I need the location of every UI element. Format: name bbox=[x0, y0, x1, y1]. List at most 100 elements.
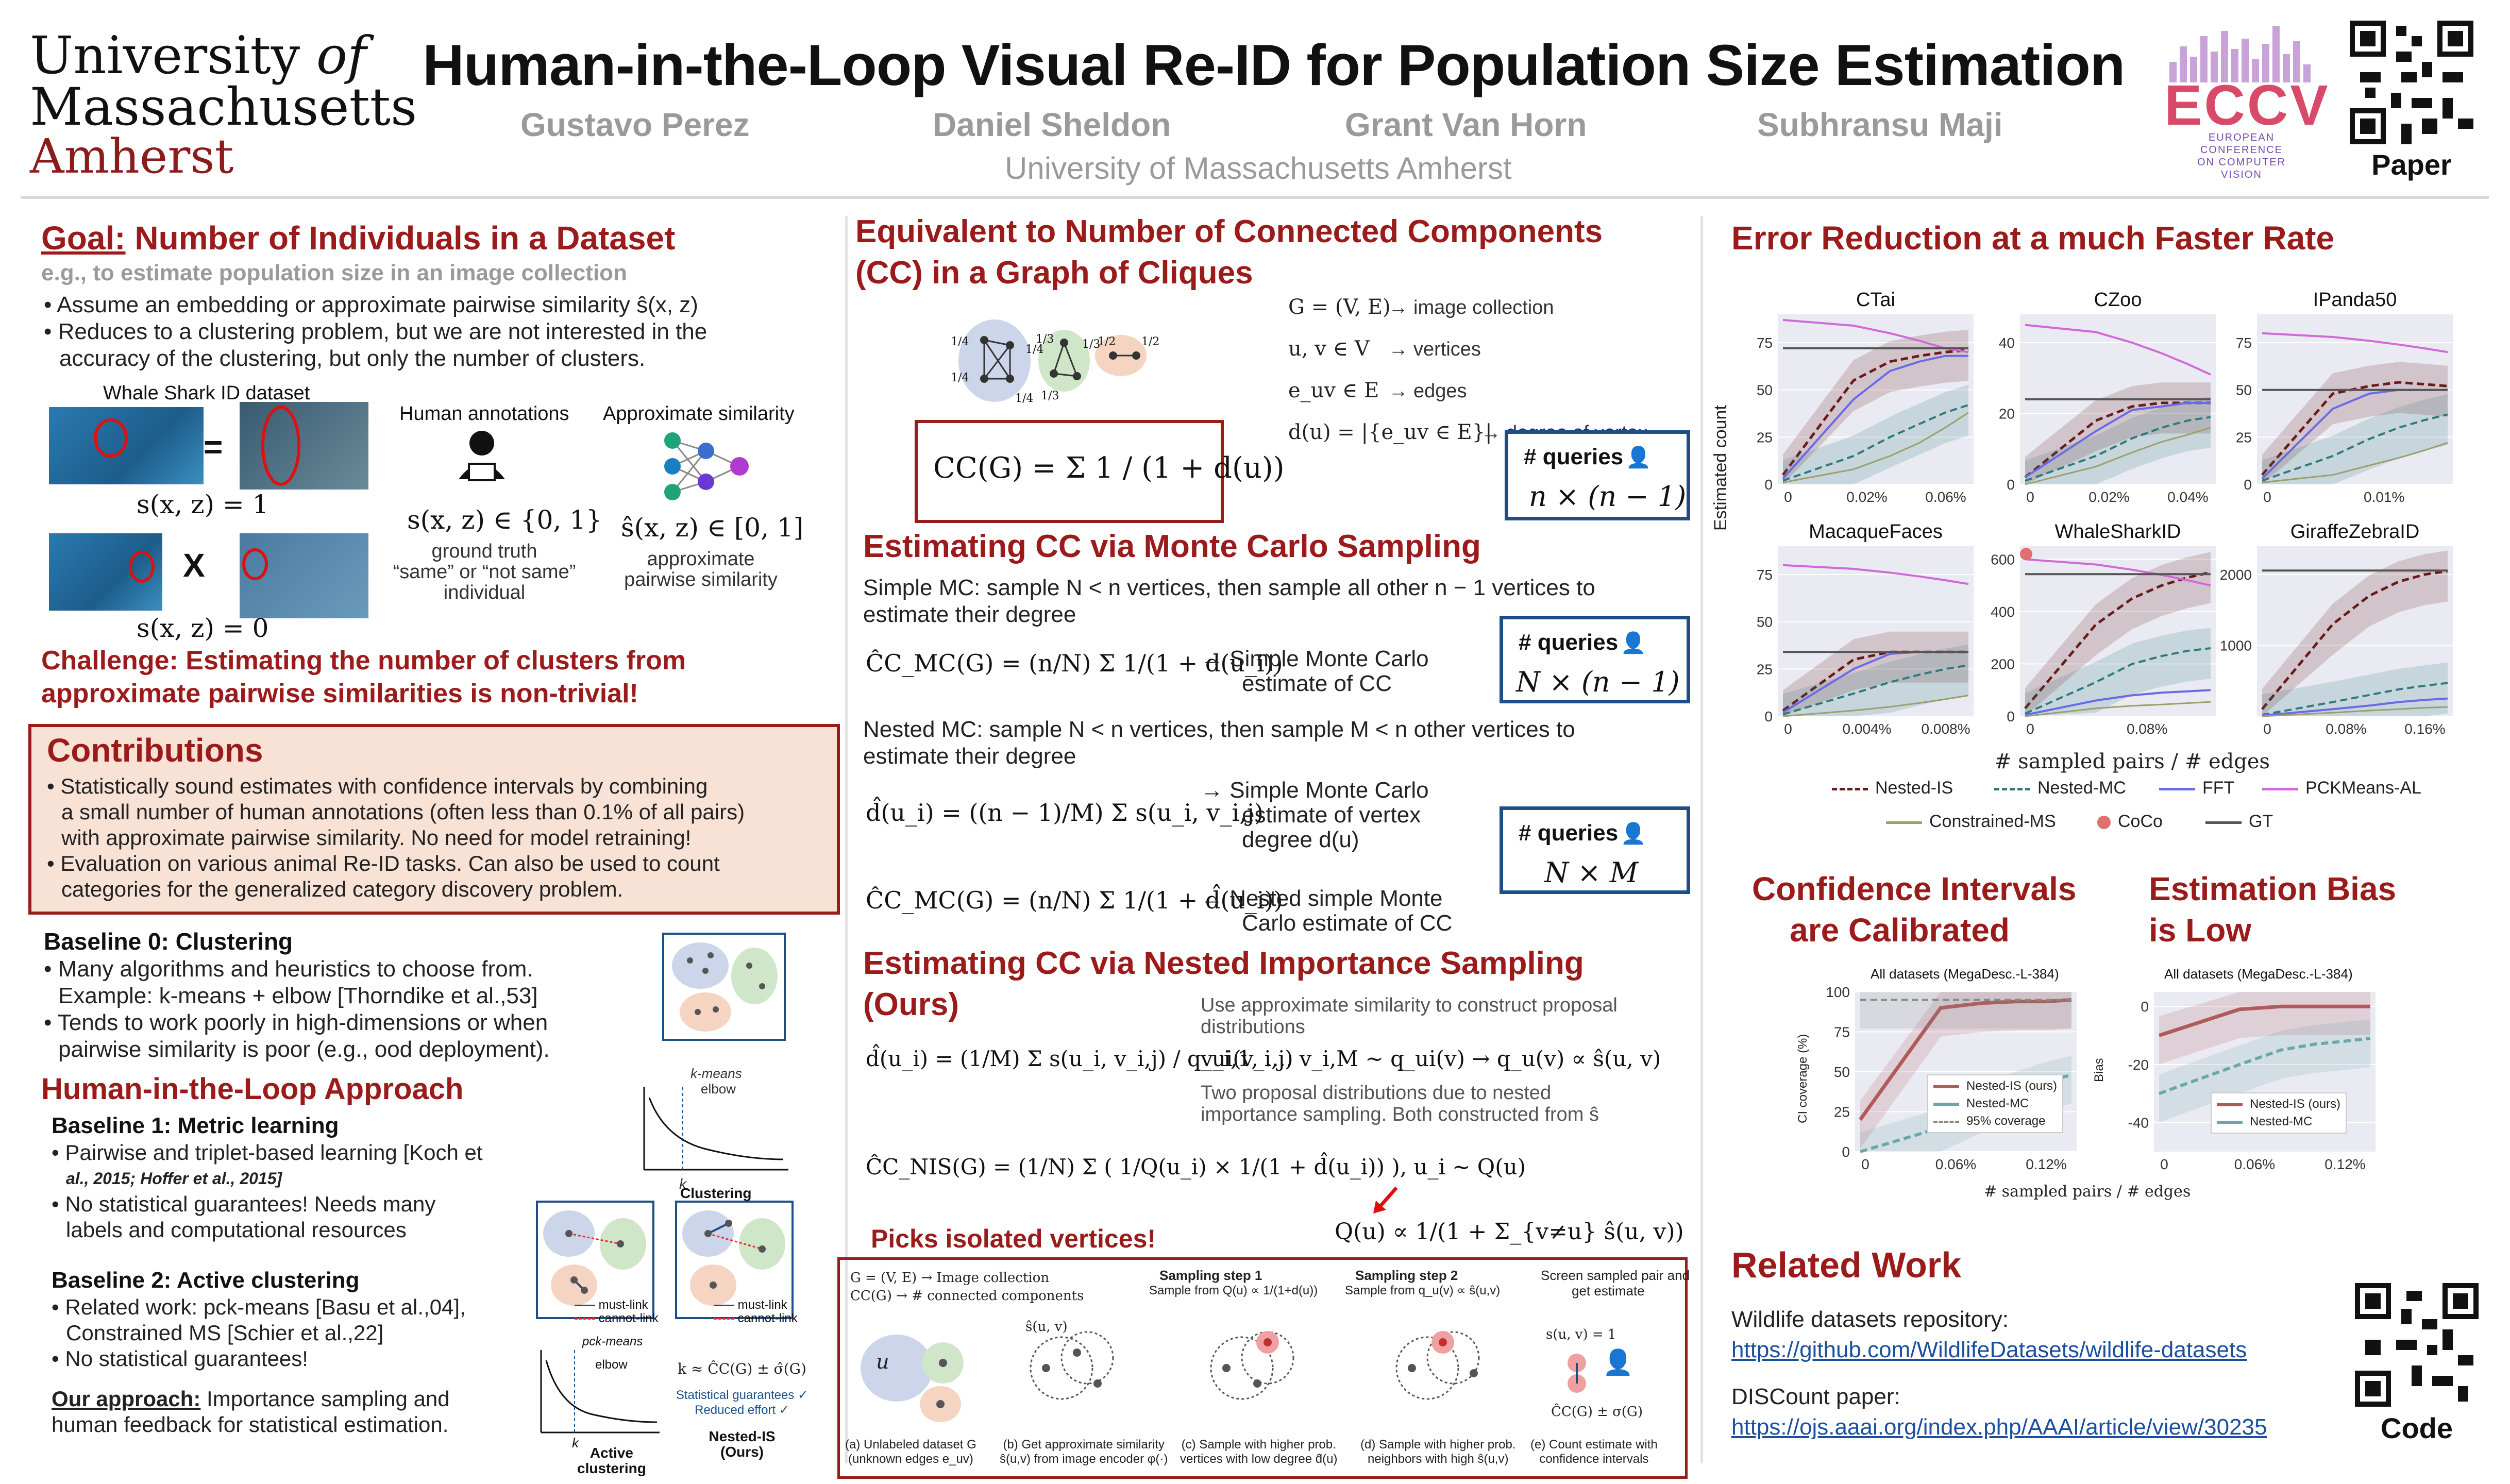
bias-chart-title: All datasets (MegaDesc.-L-384) bbox=[2164, 966, 2353, 982]
ci-band bbox=[1783, 645, 1968, 716]
paper-qr-code[interactable]: Paper bbox=[2350, 21, 2473, 181]
nested-is-diagram: G = (V, E) → Image collection CC(G) → # … bbox=[837, 1257, 1690, 1479]
x-tick-label: 0.02% bbox=[2088, 489, 2129, 505]
y-tick-label: 0 bbox=[2007, 709, 2015, 724]
svg-text:1/2: 1/2 bbox=[1098, 335, 1116, 348]
nis-note-2: Two proposal distributions due to nested… bbox=[1201, 1082, 1599, 1125]
goal-subheading: e.g., to estimate population size in an … bbox=[41, 260, 627, 285]
our-approach-text: Our approach: Importance sampling and hu… bbox=[52, 1387, 450, 1437]
ci-ylabel: CI coverage (%) bbox=[1796, 1034, 1810, 1123]
y-tick-label: 25 bbox=[1757, 429, 1773, 445]
nested-mc-text: Nested MC: sample N < n vertices, then s… bbox=[863, 717, 1575, 769]
y-tick-label: 2000 bbox=[2220, 567, 2252, 583]
challenge-text: Challenge: Estimating the number of clus… bbox=[41, 646, 686, 709]
series-constrained-ms bbox=[1782, 695, 1969, 717]
legend-nested-mc: Nested-MC bbox=[1994, 778, 2126, 798]
baseline2-list: • Related work: pck-means [Basu et al.,0… bbox=[52, 1295, 466, 1371]
wildlife-datasets-link[interactable]: https://github.com/WildlifeDatasets/wild… bbox=[1731, 1337, 2247, 1362]
eccv-wordmark: ECCV bbox=[2164, 74, 2330, 137]
code-qr-code[interactable]: Code bbox=[2355, 1283, 2479, 1444]
chart-title: CZoo bbox=[2094, 289, 2142, 311]
affiliation: University of Massachusetts Amherst bbox=[1005, 151, 1512, 185]
whale-photo-4 bbox=[240, 533, 368, 618]
nis-q-eq: Q(u) ∝ 1/(1 + Σ_{v≠u} ŝ(u, v)) bbox=[1335, 1219, 1684, 1245]
x-tick-label: 0.06% bbox=[1925, 489, 1966, 505]
series-constrained-ms bbox=[2262, 442, 2448, 483]
series-fft bbox=[2025, 689, 2211, 716]
svg-text:1/2: 1/2 bbox=[1141, 335, 1159, 348]
mc-heading: Estimating CC via Monte Carlo Sampling bbox=[863, 529, 1481, 564]
nested-degree-eq: d̂(u_i) = ((n − 1)/M) Σ s(u_i, v_i,j) bbox=[866, 799, 1264, 827]
x-tick-label: 0 bbox=[2160, 1156, 2168, 1172]
y-tick-label: -40 bbox=[2128, 1115, 2149, 1131]
series-constrained-ms bbox=[2025, 427, 2211, 485]
series-pckmeans-al bbox=[1782, 564, 1969, 585]
ci-chart-title: All datasets (MegaDesc.-L-384) bbox=[1871, 966, 2059, 982]
ci-band bbox=[1783, 384, 1968, 484]
active-clustering-graph bbox=[536, 1201, 654, 1319]
baseline1-title: Baseline 1: Metric learning bbox=[52, 1113, 339, 1138]
same-individual-eq: s(x, z) = 1 bbox=[137, 490, 269, 519]
y-tick-label: 25 bbox=[1834, 1104, 1850, 1120]
ci-band bbox=[2262, 550, 2448, 716]
simple-mc-eq: ĈC_MC(G) = (n/N) Σ 1/(1 + d(u_i)) bbox=[866, 649, 1283, 677]
chart-title: GiraffeZebraID bbox=[2290, 521, 2420, 543]
sampled-pairs-xlabel: # sampled pairs / # edges bbox=[1994, 750, 2270, 773]
red-arrow-icon bbox=[1371, 1185, 1402, 1219]
y-tick-label: 50 bbox=[2236, 382, 2252, 398]
qr-icon bbox=[2350, 21, 2473, 144]
x-tick-label: 0.01% bbox=[2364, 489, 2404, 505]
kmeans-elbow-illustration: k-means elbow k Clustering bbox=[634, 1061, 799, 1201]
y-tick-label: 200 bbox=[1991, 656, 2015, 672]
ci-legend: Nested-IS (ours) Nested-MC 95% coverage bbox=[1927, 1074, 2064, 1133]
x-tick-label: 0.008% bbox=[1922, 721, 1970, 737]
simple-mc-text: Simple MC: sample N < n vertices, then s… bbox=[863, 575, 1595, 627]
discount-paper-link[interactable]: https://ojs.aaai.org/index.php/AAAI/arti… bbox=[1731, 1414, 2267, 1440]
human-annotation-eq: s(x, z) ∈ {0, 1} bbox=[407, 505, 602, 535]
approx-similarity-label: Approximate similarity bbox=[603, 403, 795, 425]
x-sign: X bbox=[183, 547, 205, 584]
ci-band bbox=[2159, 992, 2370, 1065]
y-tick-label: -20 bbox=[2128, 1057, 2149, 1073]
approx-similarity-eq: ŝ(x, z) ∈ [0, 1] bbox=[621, 513, 804, 543]
series-nested-is-ours- bbox=[2158, 1004, 2370, 1037]
y-tick-label: 25 bbox=[1757, 661, 1773, 677]
ci-xlabel: # sampled pairs / # edges bbox=[1984, 1183, 2191, 1201]
chart-title: IPanda50 bbox=[2313, 289, 2397, 311]
x-tick-label: 0.08% bbox=[2326, 721, 2366, 737]
person-laptop-icon bbox=[453, 428, 510, 484]
series-nested-mc bbox=[2025, 416, 2211, 482]
related-work-heading: Related Work bbox=[1731, 1245, 1962, 1285]
nis-degree-eq: d̂(u_i) = (1/M) Σ s(u_i, v_i,j) / q_ui(v… bbox=[866, 1046, 1293, 1071]
legend-constrained-ms: Constrained-MS bbox=[1886, 812, 2056, 832]
series-constrained-ms bbox=[1782, 412, 1969, 483]
nis-note-1: Use approximate similarity to construct … bbox=[1201, 994, 1618, 1038]
goal-heading: Goal: Number of Individuals in a Dataset bbox=[41, 220, 676, 257]
x-tick-label: 0 bbox=[2263, 489, 2271, 505]
x-tick-label: 0 bbox=[1861, 1156, 1869, 1172]
author-3: Grant Van Horn bbox=[1345, 106, 1587, 143]
y-tick-label: 75 bbox=[1757, 335, 1773, 351]
whale-photo-2 bbox=[240, 402, 368, 490]
header-divider bbox=[21, 196, 2489, 199]
ci-band bbox=[2025, 382, 2211, 484]
series-nested-is bbox=[2261, 381, 2448, 476]
equals-sign: = bbox=[204, 428, 223, 465]
column-divider-2 bbox=[1700, 216, 1703, 1463]
baseline1-list: • Pairwise and triplet-based learning [K… bbox=[52, 1140, 483, 1242]
baseline0-list: • Many algorithms and heuristics to choo… bbox=[44, 956, 550, 1062]
contributions-list: • Statistically sound estimates with con… bbox=[47, 774, 745, 901]
svg-text:1/3: 1/3 bbox=[1036, 333, 1054, 346]
qr-icon bbox=[2355, 1283, 2479, 1407]
series-coco-point bbox=[2020, 548, 2032, 561]
contributions-box: Contributions • Statistically sound esti… bbox=[28, 724, 840, 915]
series-nested-mc bbox=[2262, 682, 2448, 716]
svg-text:1/3: 1/3 bbox=[1041, 390, 1059, 402]
